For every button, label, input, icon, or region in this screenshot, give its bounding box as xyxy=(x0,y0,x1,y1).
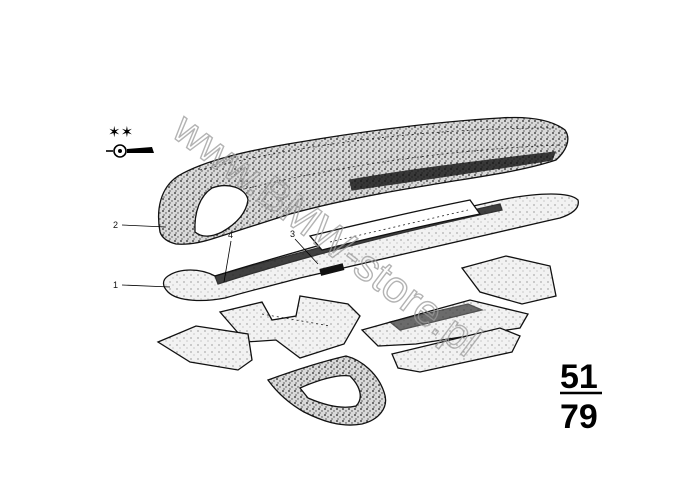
callout-3-label: 3 xyxy=(290,229,295,239)
callout-3: 3 xyxy=(290,229,319,265)
group-number-bottom: 79 xyxy=(560,398,598,436)
part-lower-dash-rail xyxy=(162,193,579,302)
group-number-top: 51 xyxy=(560,358,598,396)
group-number: 51 79 xyxy=(560,358,602,436)
callout-2: 2 xyxy=(113,220,167,230)
callout-4-label: 4 xyxy=(228,230,233,240)
callout-4: 4 xyxy=(223,230,233,283)
stars-symbol: ✶✶ xyxy=(108,123,133,141)
part-trim-panels xyxy=(156,255,557,426)
callout-1: 1 xyxy=(113,280,171,290)
callout-1-label: 1 xyxy=(113,280,118,290)
part-upper-dash-padding xyxy=(157,116,569,245)
legend-symbols: ✶✶ xyxy=(106,123,154,158)
callout-2-label: 2 xyxy=(113,220,118,230)
dashboard-lamp-icon xyxy=(106,144,154,158)
